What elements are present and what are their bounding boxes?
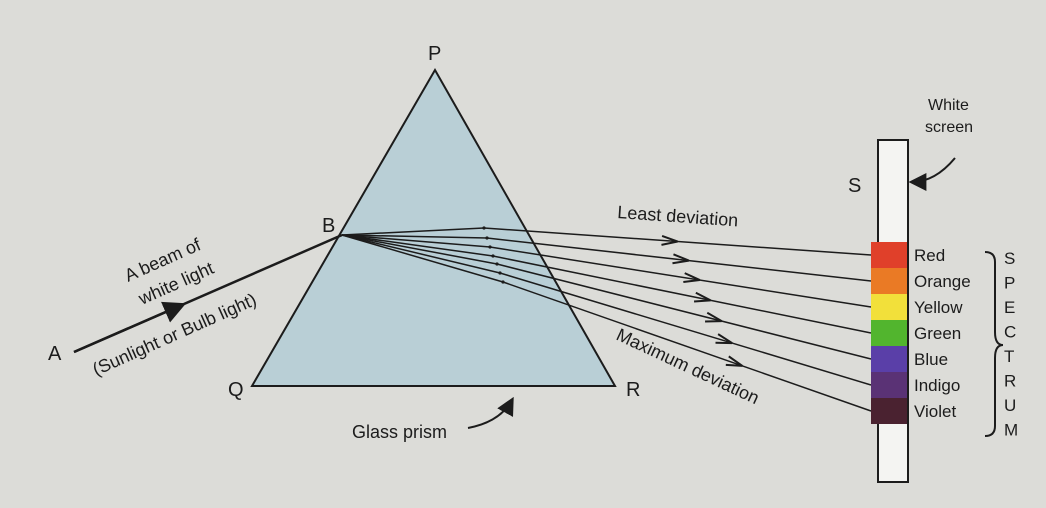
ray-green [492,255,872,334]
glass-prism-shape [250,67,617,387]
ray-arrow-violet [725,355,743,367]
internal-ray-indigo [341,234,501,274]
internal-ray-yellow [341,234,491,248]
spectrum-band-yellow [871,294,907,320]
point-a-label: A [48,343,62,365]
point-p-label: P [428,43,441,65]
exit-point-green [491,254,495,258]
ray-arrow-blue [705,311,723,323]
internal-ray-red [341,227,485,236]
ray-arrow-green [693,291,712,303]
exit-point-orange [485,236,489,240]
point-s-label: S [848,175,861,197]
ray-arrow-orange [672,253,690,265]
spectrum-letter-1: S [1004,249,1015,268]
incident-beam-arrow [73,301,187,354]
color-label-red: Red [914,246,945,265]
ray-yellow [489,246,872,308]
exit-point-indigo [498,271,502,275]
color-label-orange: Orange [914,272,971,291]
prism-pointer-arrow [467,396,514,429]
spectrum-letter-3: E [1004,298,1015,317]
point-b-label: B [322,215,335,237]
internal-ray-blue [341,234,498,265]
spectrum-band-red [871,242,907,268]
spectrum-letter-7: U [1004,396,1016,415]
exit-point-violet [501,280,505,284]
point-q-label: Q [228,379,244,401]
ray-arrow-indigo [715,333,733,345]
spectrum-bands [871,242,907,424]
spectrum-letter-4: C [1004,323,1016,342]
spectrum-brace [984,251,1004,437]
screen-pointer-arrow [908,157,956,191]
ray-blue [496,263,872,360]
exit-point-blue [495,262,499,266]
spectrum-band-violet [871,398,907,424]
ray-indigo [499,272,872,386]
exit-point-red [482,226,486,230]
internal-ray-orange [341,234,488,239]
ray-orange [486,237,872,282]
spectrum-band-orange [871,268,907,294]
color-label-blue: Blue [914,350,948,369]
exit-point-yellow [488,245,492,249]
point-r-label: R [626,379,640,401]
color-label-violet: Violet [914,402,956,421]
least-deviation-label: Least deviation [617,202,739,230]
ray-arrow-red [661,234,679,246]
spectrum-band-indigo [871,372,907,398]
glass-prism-label: Glass prism [352,422,447,442]
spectrum-letter-6: R [1004,372,1016,391]
ray-arrow-yellow [683,272,701,283]
ray-violet [502,281,872,412]
spectrum-letter-5: T [1004,347,1014,366]
internal-ray-green [341,234,494,257]
color-label-yellow: Yellow [914,298,963,317]
color-label-green: Green [914,324,961,343]
spectrum-band-green [871,320,907,346]
color-label-indigo: Indigo [914,376,960,395]
spectrum-letter-2: P [1004,274,1015,293]
dispersed-rays [341,226,872,412]
spectrum-letter-8: M [1004,421,1018,440]
white-screen-label-line1: White [928,97,969,114]
white-screen-label-line2: screen [925,119,973,136]
spectrum-band-blue [871,346,907,372]
internal-ray-violet [341,234,504,283]
